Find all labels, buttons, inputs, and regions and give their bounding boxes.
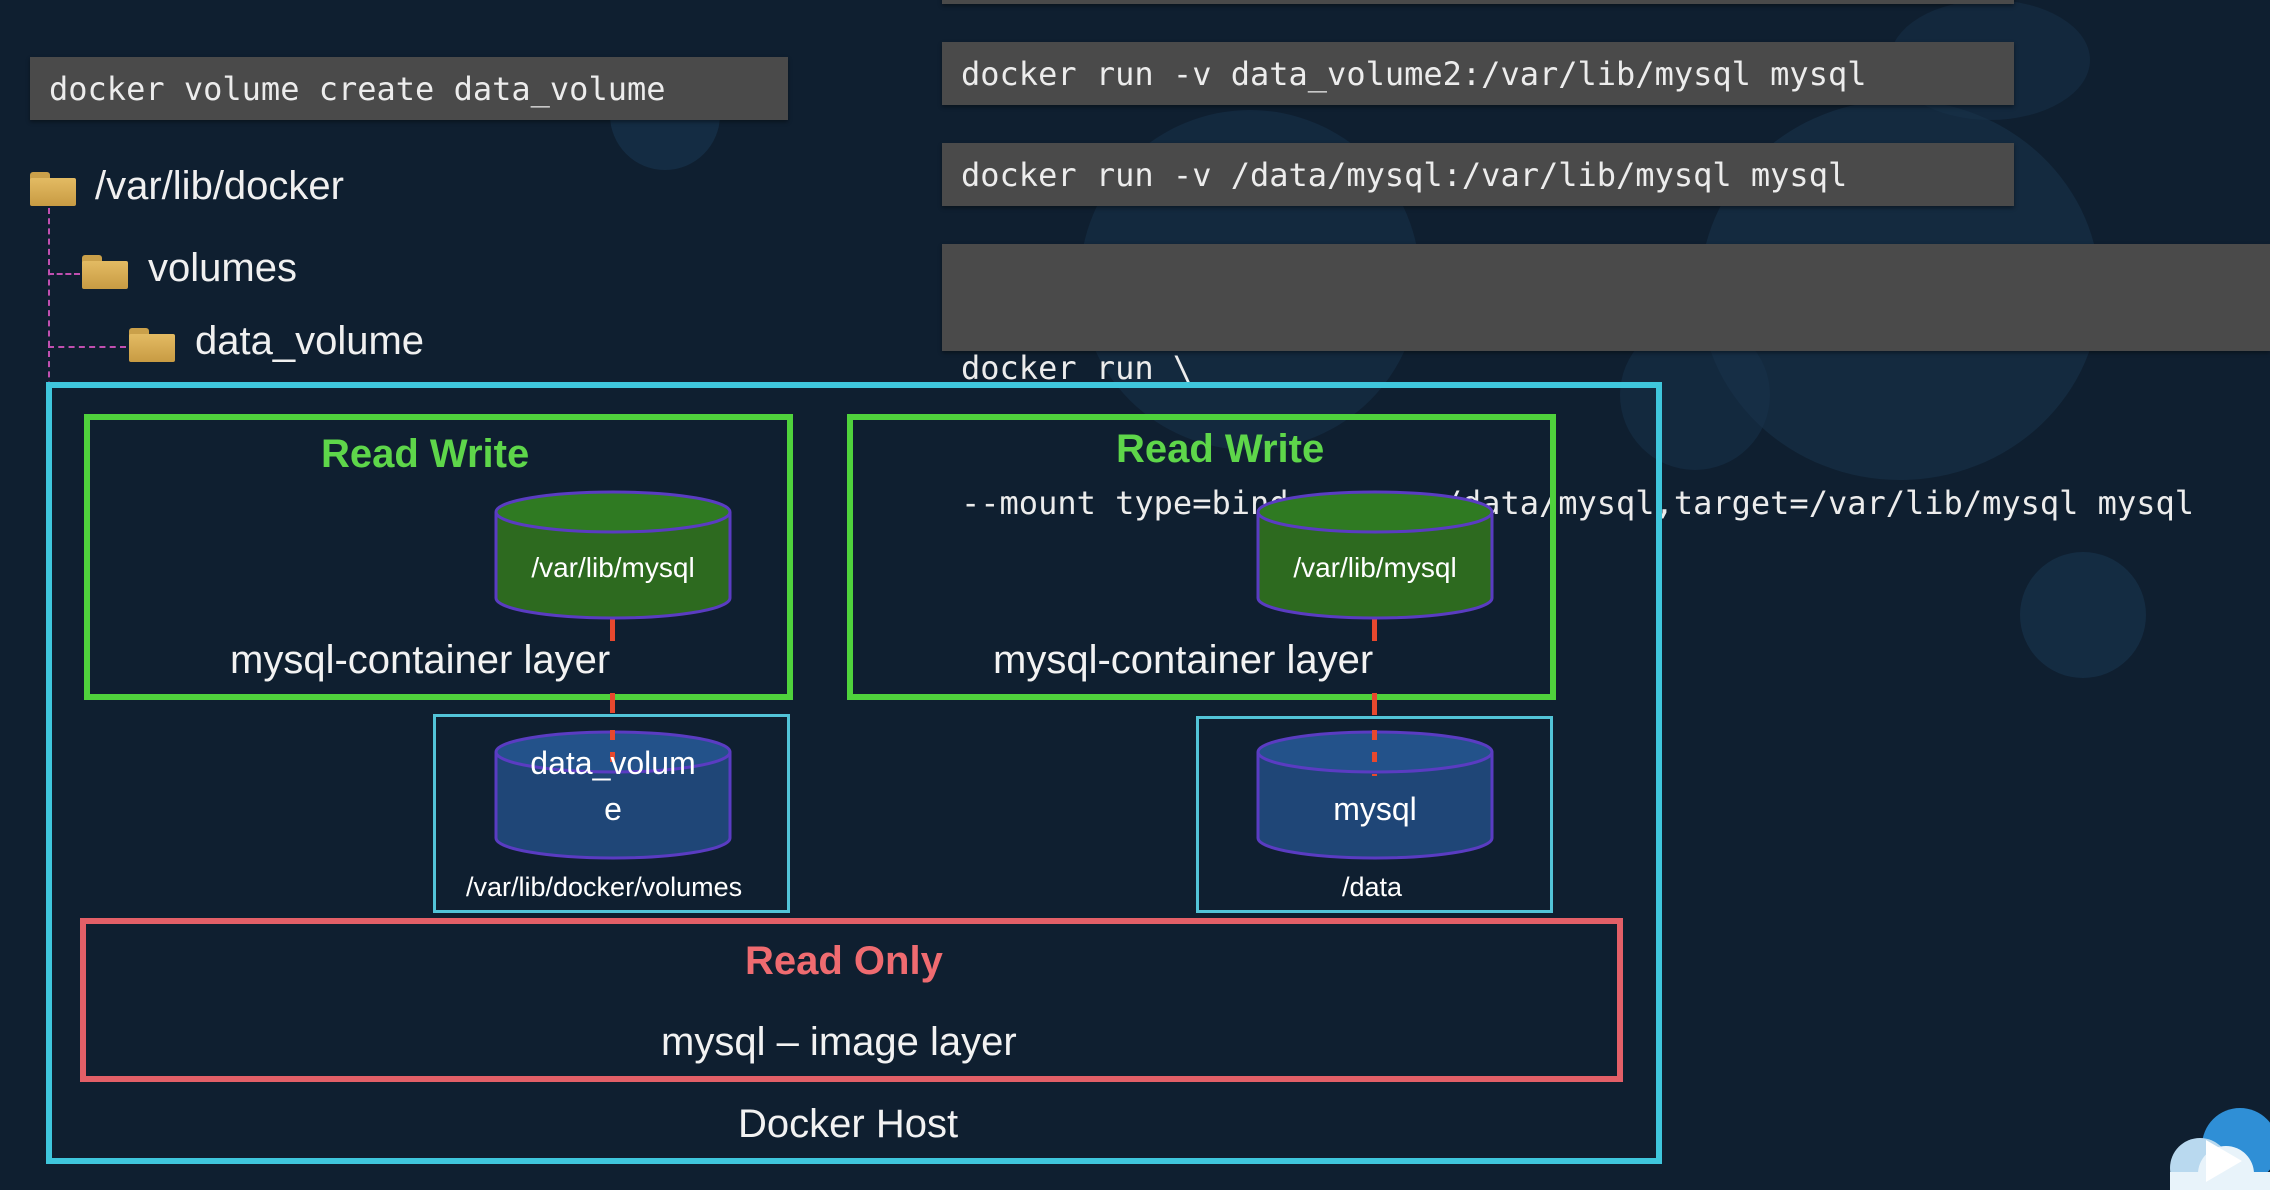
play-icon[interactable] bbox=[2200, 1136, 2246, 1186]
read-write-heading-right: Read Write bbox=[1116, 427, 1325, 471]
docker-host-label: Docker Host bbox=[738, 1102, 959, 1146]
command-line-1: docker run \ bbox=[961, 349, 1193, 387]
read-write-heading-left: Read Write bbox=[321, 432, 530, 476]
volume-name-left-line2: e bbox=[604, 791, 622, 827]
tree-connector bbox=[48, 273, 80, 275]
container-layer-label-left: mysql-container layer bbox=[230, 638, 611, 682]
mount-connector-right bbox=[1372, 693, 1377, 715]
mount-connector-left bbox=[610, 730, 615, 774]
docker-host-box bbox=[46, 382, 1662, 1164]
command-text: docker volume create data_volume bbox=[49, 69, 666, 108]
command-run-mount: docker run \ --mount type=bind,source=/d… bbox=[942, 244, 2270, 522]
container-cylinder-right bbox=[1256, 490, 1494, 620]
container-cylinder-left bbox=[494, 490, 732, 620]
volume-path-left: /var/lib/docker/volumes bbox=[466, 872, 743, 902]
tree-child-label: volumes bbox=[148, 246, 297, 290]
volume-box-left bbox=[433, 714, 790, 913]
mount-connector-left bbox=[610, 693, 615, 713]
command-run-volume: docker run -v data_volume2:/var/lib/mysq… bbox=[942, 42, 2014, 105]
folder-icon bbox=[82, 255, 128, 289]
volume-name-right: mysql bbox=[1333, 791, 1417, 827]
mount-connector-right bbox=[1372, 730, 1377, 776]
container-layer-label-right: mysql-container layer bbox=[993, 638, 1374, 682]
container-cylinder-label-right: /var/lib/mysql bbox=[1293, 552, 1457, 583]
read-only-heading: Read Only bbox=[745, 939, 943, 983]
image-layer-label: mysql – image layer bbox=[661, 1020, 1017, 1064]
command-text: docker run -v /data/mysql:/var/lib/mysql… bbox=[961, 155, 1848, 194]
command-text: docker run -v data_volume2:/var/lib/mysq… bbox=[961, 54, 1867, 93]
command-volume-create: docker volume create data_volume bbox=[30, 57, 788, 120]
command-run-bind: docker run -v /data/mysql:/var/lib/mysql… bbox=[942, 143, 2014, 206]
tree-root-label: /var/lib/docker bbox=[95, 164, 344, 208]
volume-cylinder-left bbox=[494, 730, 732, 860]
tree-connector bbox=[48, 346, 126, 348]
tree-connector bbox=[48, 208, 50, 408]
command-box-cropped bbox=[942, 0, 2014, 4]
container-layer-box-left bbox=[84, 414, 793, 700]
folder-icon bbox=[30, 172, 76, 206]
container-layer-box-right bbox=[847, 414, 1556, 700]
mount-connector-left bbox=[610, 617, 615, 641]
mount-connector-right bbox=[1372, 617, 1377, 641]
background-bubble bbox=[2020, 552, 2146, 678]
volume-path-right: /data bbox=[1342, 872, 1403, 902]
image-layer-box bbox=[80, 918, 1623, 1082]
folder-icon bbox=[129, 328, 175, 362]
volume-box-right bbox=[1196, 716, 1553, 913]
volume-name-left-line1: data_volum bbox=[530, 745, 696, 781]
container-cylinder-label-left: /var/lib/mysql bbox=[531, 552, 695, 583]
tree-grandchild-label: data_volume bbox=[195, 319, 425, 363]
